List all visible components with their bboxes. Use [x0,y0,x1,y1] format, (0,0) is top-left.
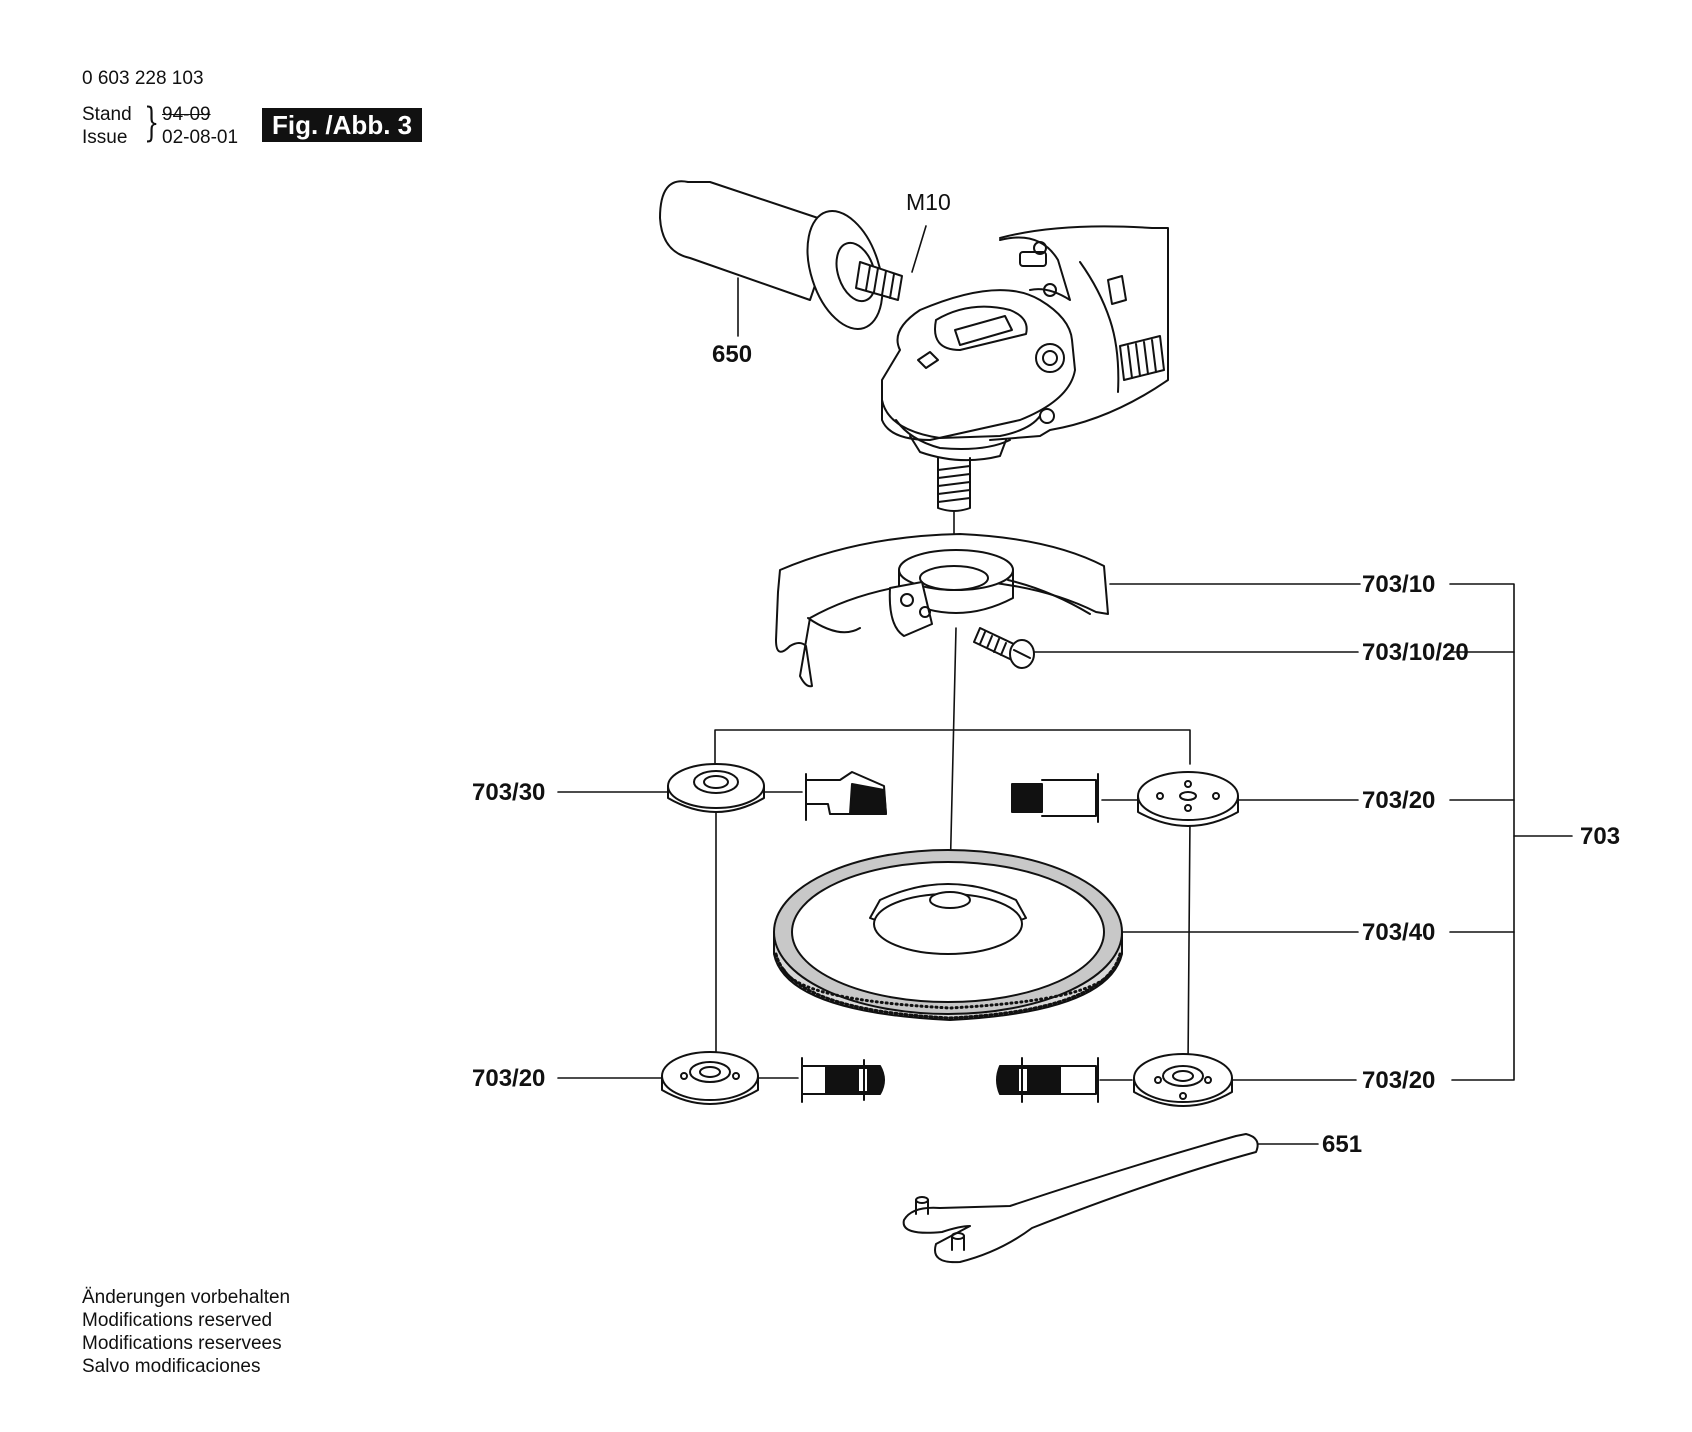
flange-left-bottom-drawing [661,1051,759,1105]
flange-section-sketches [801,771,1099,1103]
protection-guard-drawing [775,533,1109,881]
stand-label: Stand [82,104,132,125]
callout-703-40: 703/40 [1362,919,1435,946]
spanner-drawing [902,1133,1259,1264]
callout-703-20-top: 703/20 [1362,787,1435,814]
grinder-head-drawing [881,225,1169,557]
leader-lines [557,583,1573,1145]
part-number: 0 603 228 103 [82,68,204,89]
callout-703-20-bottom-left: 703/20 [472,1065,545,1092]
footer-line-es: Salvo modificaciones [82,1356,261,1377]
footer-line-de: Änderungen vorbehalten [82,1287,291,1308]
issue-date: 02-08-01 [162,127,239,148]
brace-glyph: } [144,100,160,146]
footer-line-en: Modifications reserved [82,1310,273,1331]
footer-notes: Änderungen vorbehalten Modifications res… [82,1286,290,1378]
callout-650: 650 [712,341,752,368]
callout-m10: M10 [906,189,951,215]
callout-651: 651 [1322,1131,1362,1158]
flange-right-bottom-drawing [1133,1053,1233,1107]
callout-703-20-bottom-right: 703/20 [1362,1067,1435,1094]
callout-703-30: 703/30 [472,779,545,806]
flange-right-top-drawing [1137,771,1239,827]
side-handle-drawing [659,180,927,337]
flange-left-top-drawing [667,763,765,813]
callout-703-10-20: 703/10/20 [1362,639,1469,666]
stand-date: 94-09 [162,104,211,125]
issue-label: Issue [82,127,128,148]
figure-label: Fig. /Abb. 3 [262,108,423,142]
callout-703-10: 703/10 [1362,571,1435,598]
footer-line-fr: Modifications reservees [82,1333,282,1354]
revision-block: Stand Issue } 94-09 02-08-01 [82,100,252,152]
callout-703: 703 [1580,823,1620,850]
grinding-wheel-drawing [773,849,1123,1021]
